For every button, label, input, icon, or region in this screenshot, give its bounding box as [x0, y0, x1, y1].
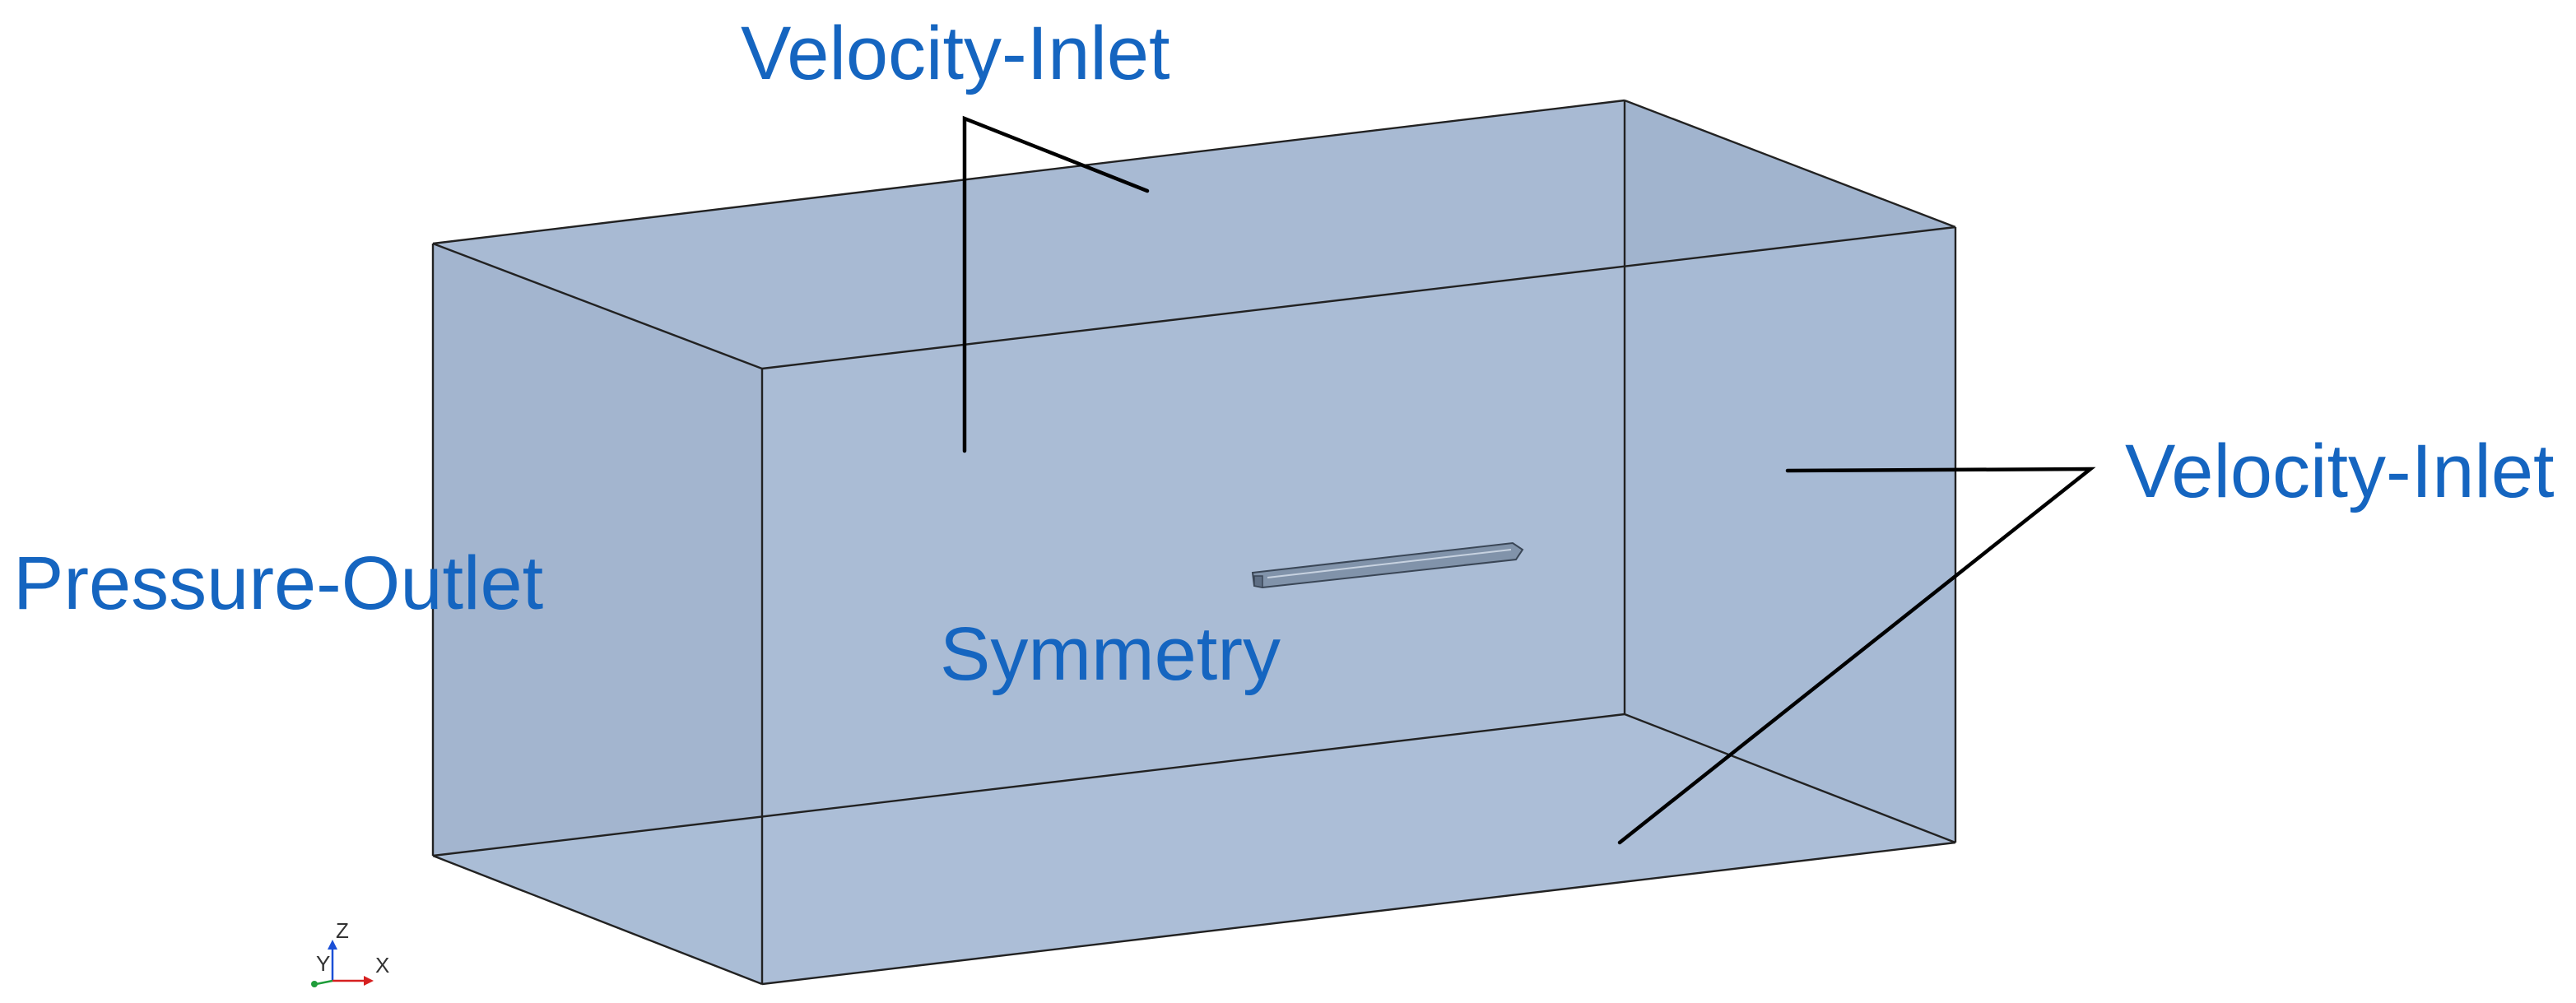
- domain-box: [433, 100, 1955, 984]
- label-pressure-outlet: Pressure-Outlet: [13, 541, 543, 625]
- wing-geometry: [1251, 541, 1524, 589]
- z-axis-arrow: [328, 940, 337, 950]
- edge: [432, 242, 763, 370]
- x-axis-label: X: [375, 953, 389, 977]
- wing-underside: [1253, 575, 1263, 588]
- y-axis-line: [315, 979, 333, 986]
- x-axis-arrow: [364, 976, 374, 986]
- edge: [761, 225, 1956, 370]
- edge: [432, 99, 1625, 245]
- edge: [1624, 99, 1956, 229]
- label-right-velocity-inlet: Velocity-Inlet: [2125, 430, 2555, 513]
- edge: [1624, 713, 1956, 844]
- z-axis-label: Z: [336, 918, 349, 943]
- front-face: [762, 227, 1955, 984]
- label-top-velocity-inlet: Velocity-Inlet: [741, 12, 1170, 95]
- leader-top-inlet: [962, 115, 1150, 453]
- axis-triad: Z Y X: [311, 918, 389, 987]
- y-axis-dot: [311, 981, 318, 987]
- edge: [432, 854, 763, 986]
- domain-edges: [431, 99, 1957, 986]
- edge: [432, 713, 1625, 857]
- label-symmetry: Symmetry: [940, 612, 1281, 696]
- edge: [761, 841, 1956, 986]
- y-axis-label: Y: [316, 951, 330, 976]
- leader-lines: [962, 115, 2096, 845]
- top-face: [433, 100, 1955, 369]
- leader-right-inlet: [1617, 467, 2096, 845]
- wing-highlight: [1267, 549, 1512, 578]
- left-face: [433, 244, 762, 984]
